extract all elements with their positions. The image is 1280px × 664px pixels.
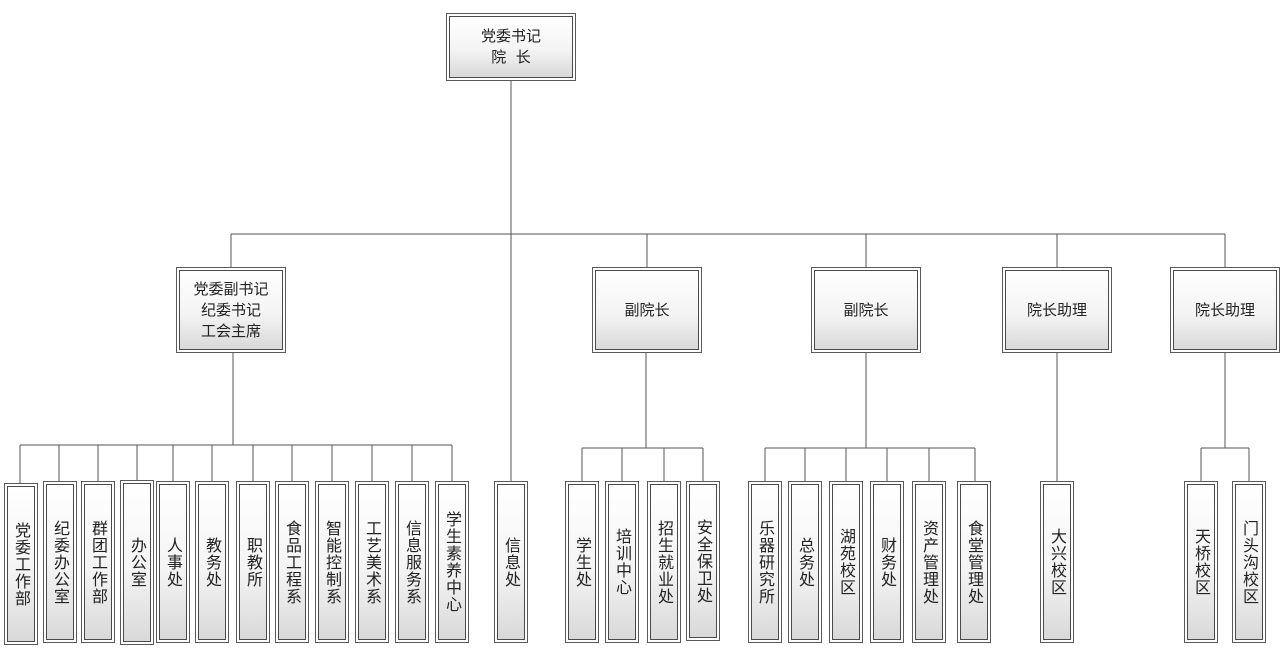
dept-label: 群团工作部 [89,519,108,605]
info-office-label: 信息处 [502,536,521,588]
dept-box: 门头沟校区 [1232,481,1266,643]
dept-box: 纪委办公室 [43,481,77,643]
deputy-line-3: 工会主席 [200,321,261,340]
dept-label: 招生就业处 [655,519,674,605]
dept-label: 人事处 [164,536,183,588]
dept-label: 门头沟校区 [1240,519,1259,605]
dept-box: 乐器研究所 [748,481,782,643]
dept-box: 天桥校区 [1184,481,1218,643]
dept-box: 职教所 [236,481,270,643]
dept-box: 湖苑校区 [829,481,863,643]
dept-label: 智能控制系 [323,519,342,605]
dept-label: 食品工程系 [283,519,302,605]
dept-box: 安全保卫处 [686,481,720,641]
deputy-line-2: 纪委书记 [200,300,261,319]
dept-label: 学生素养中心 [443,511,462,613]
dept-box: 学生处 [565,481,599,643]
dept-box: 办公室 [120,480,154,645]
dept-box: 财务处 [870,481,904,643]
dept-label: 财务处 [878,536,897,588]
dept-box: 信息服务系 [395,481,429,643]
dept-label: 大兴校区 [1048,528,1067,596]
deputy-secretary-box: 党委副书记 纪委书记 工会主席 [176,267,286,353]
president-assistant-2-box: 院长助理 [1170,267,1280,353]
vice-president-2-box: 副院长 [811,267,921,353]
dept-label: 工艺美术系 [363,519,382,605]
dept-label: 培训中心 [613,528,632,596]
dept-label: 食堂管理处 [965,519,984,605]
top-line-1: 党委书记 [480,27,541,45]
dept-label: 资产管理处 [920,519,939,605]
dept-label: 湖苑校区 [837,528,856,596]
party-secretary-president-box: 党委书记 院 长 [446,13,576,81]
dept-label: 教务处 [203,536,222,588]
dept-label: 总务处 [796,536,815,588]
dept-box: 食堂管理处 [957,481,991,643]
dept-label: 乐器研究所 [756,519,775,605]
deputy-line-1: 党委副书记 [193,279,269,298]
dept-box: 群团工作部 [81,481,115,643]
dept-box: 大兴校区 [1040,481,1074,643]
dept-label: 职教所 [244,536,263,588]
dept-label: 办公室 [128,537,147,588]
dept-label: 安全保卫处 [694,518,713,604]
dept-label: 学生处 [573,536,592,588]
dept-label: 信息服务系 [403,519,422,605]
dept-box: 教务处 [195,481,229,643]
dept-box: 智能控制系 [315,481,349,643]
info-office-box: 信息处 [494,481,528,643]
dept-box: 资产管理处 [912,481,946,643]
president-assistant-2-label: 院长助理 [1194,300,1255,319]
dept-box: 学生素养中心 [435,481,469,643]
dept-box: 工艺美术系 [355,481,389,643]
vice-president-1-label: 副院长 [624,300,670,319]
vice-president-1-box: 副院长 [592,267,702,353]
vice-president-2-label: 副院长 [843,300,889,319]
president-assistant-1-label: 院长助理 [1026,300,1087,319]
top-line-2: 院 长 [491,48,531,66]
dept-box: 培训中心 [605,481,639,643]
dept-box: 招生就业处 [647,481,681,643]
dept-box: 总务处 [788,481,822,643]
dept-label: 党委工作部 [12,521,31,607]
dept-label: 纪委办公室 [51,519,70,605]
dept-box: 党委工作部 [4,483,38,645]
dept-box: 食品工程系 [275,481,309,643]
dept-label: 天桥校区 [1192,528,1211,596]
president-assistant-1-box: 院长助理 [1002,267,1112,353]
dept-box: 人事处 [156,481,190,643]
